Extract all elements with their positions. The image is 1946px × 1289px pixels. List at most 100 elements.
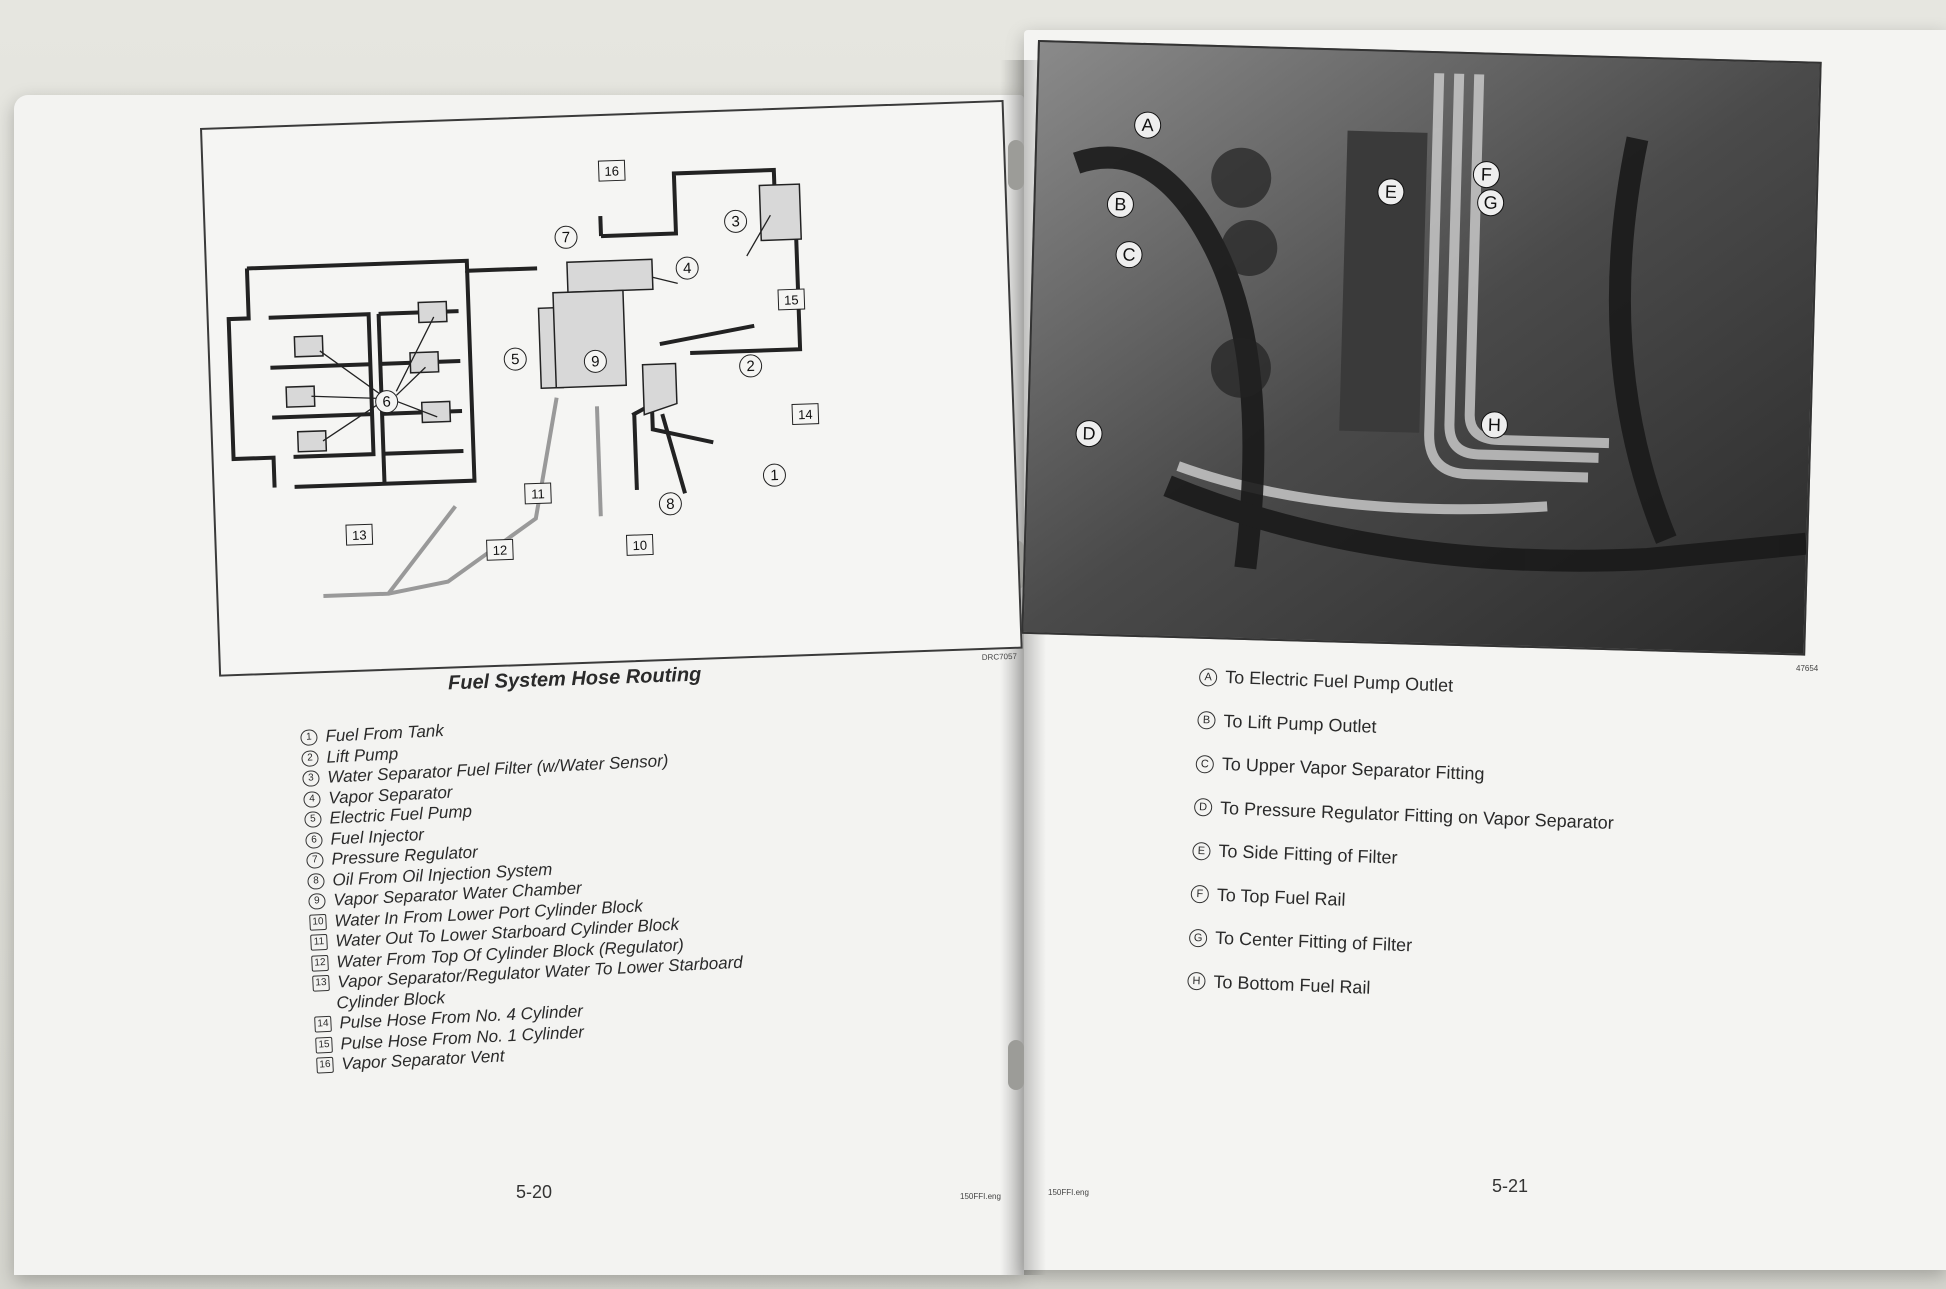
callout-leader — [311, 316, 438, 442]
fuel-line — [1424, 73, 1589, 483]
photo-legend-letter: A — [1198, 667, 1218, 687]
photo-legend-letter: C — [1195, 754, 1215, 774]
legend-number: 9 — [308, 892, 326, 910]
callout-leader — [746, 214, 771, 257]
diagram-code: DRC7057 — [981, 651, 1018, 663]
footer-tag-left: 150FFI.eng — [960, 1192, 1001, 1201]
svg-text:4: 4 — [683, 260, 692, 277]
callout-14: 14 — [791, 403, 820, 426]
legend-number: 3 — [302, 770, 320, 787]
photo-callout-c: C — [1115, 241, 1143, 269]
page-number-right: 5-21 — [1492, 1176, 1529, 1196]
legend-number: 14 — [314, 1015, 332, 1033]
svg-text:16: 16 — [604, 163, 619, 178]
photo-callout-d: D — [1075, 420, 1103, 448]
hose-line — [270, 362, 371, 370]
page-number-left: 5-20 — [516, 1182, 553, 1202]
legend-number: 12 — [311, 954, 329, 972]
water-hose — [594, 406, 603, 517]
svg-text:3: 3 — [731, 213, 740, 230]
photo-callout-b: B — [1106, 190, 1134, 218]
fuel-injector-icon — [285, 385, 316, 408]
legend-number: 2 — [301, 749, 319, 767]
hose — [1163, 475, 1808, 572]
fuel-filter-icon — [758, 183, 803, 242]
hose-line — [660, 413, 687, 494]
callout-7: 7 — [554, 225, 578, 249]
legend-number: 4 — [303, 790, 321, 808]
hose — [1608, 136, 1677, 544]
photo-legend-letter: G — [1188, 928, 1208, 948]
photo-legend-text: To Lift Pump Outlet — [1223, 710, 1377, 737]
callout-16: 16 — [597, 159, 626, 182]
callout-11: 11 — [524, 482, 552, 505]
photo-legend-letter: B — [1197, 711, 1216, 730]
callout-15: 15 — [777, 288, 806, 311]
diagram-drawing: 6 5 9 7 4 3 2 1 8 16 15 14 11 10 12 13 — [226, 159, 820, 598]
svg-text:6: 6 — [382, 394, 391, 411]
legend-number: 1 — [300, 729, 318, 746]
fuel-line — [1444, 73, 1599, 463]
svg-text:2: 2 — [746, 358, 755, 375]
svg-text:F: F — [1481, 164, 1493, 184]
fuel-injector-icon — [296, 430, 328, 453]
legend-number: 5 — [304, 811, 322, 828]
vapor-separator-icon — [566, 258, 654, 294]
photo-legend-letter: H — [1187, 972, 1206, 991]
hose-line — [659, 323, 755, 347]
hose-line — [268, 312, 376, 459]
callout-13: 13 — [345, 523, 374, 546]
photo-legend-letter: D — [1193, 798, 1213, 817]
svg-text:G: G — [1483, 193, 1498, 213]
photo-callout-g: G — [1477, 189, 1505, 217]
svg-text:13: 13 — [352, 527, 367, 542]
fuel-injector-icon — [293, 335, 324, 358]
svg-text:11: 11 — [531, 486, 545, 501]
hose-line — [690, 229, 803, 356]
binder-hole — [1008, 140, 1024, 190]
svg-text:B: B — [1114, 194, 1127, 214]
fuel-line — [1176, 461, 1548, 515]
callout-2: 2 — [739, 354, 763, 378]
engine-photo: A B C D E F G H — [1021, 40, 1822, 656]
callout-3: 3 — [724, 209, 748, 233]
svg-text:14: 14 — [798, 407, 813, 422]
photo-legend-text: To Bottom Fuel Rail — [1213, 971, 1371, 998]
engine-photo-drawing: A B C D E F G H — [1023, 42, 1820, 654]
legend-number: 7 — [306, 852, 324, 869]
callout-1: 1 — [762, 463, 786, 487]
callout-10: 10 — [625, 533, 654, 556]
legend-number: 11 — [310, 933, 328, 951]
photo-legend-letter: E — [1192, 841, 1211, 861]
fuel-hose-diagram: 6 5 9 7 4 3 2 1 8 16 15 14 11 10 12 13 D… — [200, 99, 1023, 677]
callout-8: 8 — [658, 492, 682, 516]
callout-12: 12 — [486, 538, 514, 561]
photo-callout-f: F — [1472, 161, 1500, 189]
callout-leader — [652, 276, 678, 285]
hose-line — [632, 414, 639, 491]
hose-line — [294, 270, 477, 489]
fuel-injector-icon — [420, 400, 452, 424]
legend-number: 15 — [315, 1036, 333, 1054]
svg-text:8: 8 — [666, 496, 675, 513]
legend-number: 16 — [316, 1056, 334, 1074]
legend-number: 10 — [309, 913, 327, 931]
photo-legend-text: To Top Fuel Rail — [1216, 884, 1346, 910]
hose-line — [598, 216, 604, 237]
hose-line — [226, 268, 277, 488]
callout-4: 4 — [675, 256, 699, 280]
photo-callout-h: H — [1480, 411, 1508, 439]
photo-code: 47654 — [1796, 664, 1819, 673]
svg-text:7: 7 — [562, 229, 571, 246]
svg-text:C: C — [1122, 244, 1136, 264]
callout-6: 6 — [375, 390, 399, 414]
svg-text:E: E — [1385, 182, 1398, 202]
pump-body — [1211, 147, 1272, 208]
photo-legend-text: To Center Fitting of Filter — [1214, 927, 1413, 956]
fuel-injector-icon — [417, 300, 448, 324]
svg-text:12: 12 — [492, 543, 507, 558]
hose-line — [631, 401, 714, 445]
legend-number: 8 — [307, 872, 325, 890]
lift-pump-icon — [641, 362, 678, 416]
